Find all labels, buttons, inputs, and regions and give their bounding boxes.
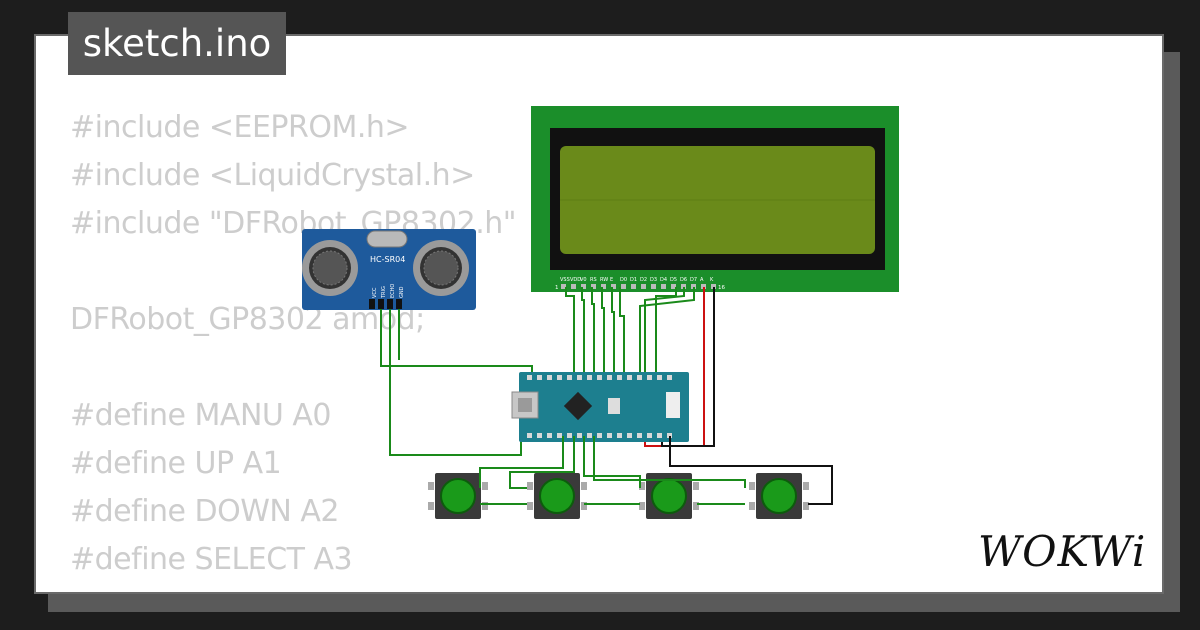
- lcd-pin[interactable]: [661, 284, 666, 289]
- nano-pin[interactable]: [537, 433, 542, 438]
- push-button[interactable]: [428, 473, 488, 519]
- nano-pin[interactable]: [557, 375, 562, 380]
- wokwi-logo: WOKWi: [978, 527, 1146, 576]
- lcd-pin-label: RW: [600, 277, 608, 283]
- nano-pin[interactable]: [667, 433, 672, 438]
- lcd-pin-label: D3: [650, 277, 657, 283]
- nano-pin[interactable]: [627, 375, 632, 380]
- lcd-pin-first: 1: [555, 285, 559, 291]
- nano-pin[interactable]: [587, 433, 592, 438]
- lcd-pin-last: 16: [718, 285, 725, 291]
- lcd-pin-label: A: [700, 277, 704, 283]
- lcd-pin-label: D5: [670, 277, 677, 283]
- push-buttons: [428, 473, 809, 519]
- nano-pin[interactable]: [577, 433, 582, 438]
- nano-pin[interactable]: [657, 375, 662, 380]
- nano-pin[interactable]: [597, 375, 602, 380]
- push-button[interactable]: [749, 473, 809, 519]
- lcd-pin[interactable]: [581, 284, 586, 289]
- nano-pin[interactable]: [567, 433, 572, 438]
- nano-pin[interactable]: [527, 433, 532, 438]
- lcd-pin-label: D6: [680, 277, 687, 283]
- sensor-pins: [369, 299, 402, 309]
- lcd-pin[interactable]: [651, 284, 656, 289]
- lcd-wires: [565, 287, 695, 372]
- lcd-pin[interactable]: [571, 284, 576, 289]
- nano-pin[interactable]: [597, 433, 602, 438]
- code-line: #define UP A1: [70, 446, 282, 481]
- nano-pin[interactable]: [647, 375, 652, 380]
- nano-pin[interactable]: [557, 433, 562, 438]
- nano-pin[interactable]: [587, 375, 592, 380]
- sensor-pin-labels: VCC TRIG ECHO GND: [372, 284, 405, 299]
- code-line: #include <EEPROM.h>: [70, 110, 410, 145]
- lcd-pin[interactable]: [631, 284, 636, 289]
- nano-pin[interactable]: [617, 433, 622, 438]
- push-button[interactable]: [527, 473, 587, 519]
- nano-pin[interactable]: [547, 433, 552, 438]
- sensor-label: HC-SR04: [370, 255, 405, 264]
- svg-text:TRIG: TRIG: [381, 286, 387, 299]
- nano-pin[interactable]: [637, 433, 642, 438]
- lcd-pin[interactable]: [591, 284, 596, 289]
- lcd-pin[interactable]: [701, 284, 706, 289]
- push-button[interactable]: [639, 473, 699, 519]
- lcd-pin[interactable]: [601, 284, 606, 289]
- nano-pin[interactable]: [627, 433, 632, 438]
- svg-text:GND: GND: [399, 286, 405, 298]
- svg-text:VCC: VCC: [372, 287, 378, 298]
- lcd-pin-label: K: [710, 277, 714, 283]
- lcd-pin-label: D4: [660, 277, 667, 283]
- ultrasonic-sensor[interactable]: [302, 229, 476, 310]
- lcd-pin[interactable]: [611, 284, 616, 289]
- arduino-nano[interactable]: [511, 372, 689, 442]
- sensor-wires: [380, 309, 533, 456]
- nano-pin[interactable]: [527, 375, 532, 380]
- lcd-pin-label: V0: [580, 277, 587, 283]
- lcd-pin[interactable]: [621, 284, 626, 289]
- lcd-pin[interactable]: [711, 284, 716, 289]
- nano-pin[interactable]: [607, 375, 612, 380]
- nano-pin[interactable]: [567, 375, 572, 380]
- nano-pin[interactable]: [577, 375, 582, 380]
- code-line: #include <LiquidCrystal.h>: [70, 158, 475, 193]
- button-wires: [479, 436, 833, 505]
- nano-pin[interactable]: [647, 433, 652, 438]
- nano-pin[interactable]: [547, 375, 552, 380]
- nano-pin[interactable]: [537, 375, 542, 380]
- lcd-pin[interactable]: [641, 284, 646, 289]
- lcd-pin-label: VDD: [570, 277, 581, 283]
- lcd-pin-label: VSS: [560, 277, 570, 283]
- lcd-pin[interactable]: [691, 284, 696, 289]
- lcd-pin[interactable]: [561, 284, 566, 289]
- lcd-pin-label: D2: [640, 277, 647, 283]
- svg-text:WOKWi: WOKWi: [978, 527, 1146, 576]
- lcd-pin[interactable]: [671, 284, 676, 289]
- lcd-pin-label: D1: [630, 277, 637, 283]
- lcd-display[interactable]: [531, 106, 899, 292]
- lcd-pin-label: RS: [590, 277, 597, 283]
- code-line: #define MANU A0: [70, 398, 332, 433]
- svg-text:ECHO: ECHO: [390, 284, 396, 298]
- nano-pin[interactable]: [637, 375, 642, 380]
- file-name-tab[interactable]: sketch.ino: [68, 12, 286, 75]
- nano-pin[interactable]: [667, 375, 672, 380]
- code-line: #define DOWN A2: [70, 494, 340, 529]
- nano-pin[interactable]: [657, 433, 662, 438]
- lcd-pin-label: D0: [620, 277, 627, 283]
- lcd-pin-label: E: [610, 277, 613, 283]
- lcd-pin[interactable]: [681, 284, 686, 289]
- nano-pin[interactable]: [617, 375, 622, 380]
- code-line: #define SELECT A3: [70, 542, 353, 577]
- lcd-pin-label: D7: [690, 277, 697, 283]
- nano-pin[interactable]: [607, 433, 612, 438]
